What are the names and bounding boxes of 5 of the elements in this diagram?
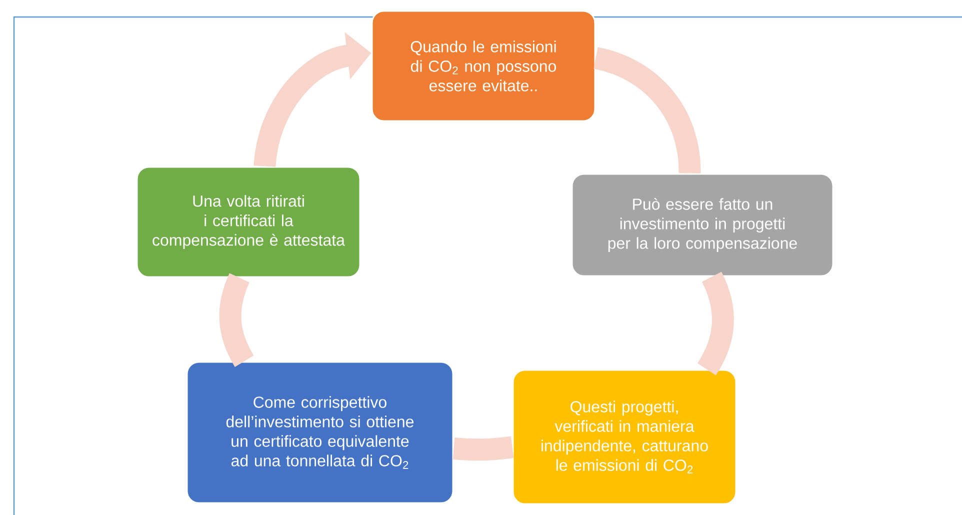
process-box: Una volta ritirati i certificati la compensazione è attestata [136, 166, 361, 278]
process-box: Questi progetti, verificati in maniera indipendente, catturano le emissioni di CO$_{2}$ [512, 369, 737, 505]
process-box: Come corrispettivo dell’investimento si ottiene un certificato equivalente ad una tonnellata di CO$_{2}$ [186, 361, 454, 504]
process-box: Può essere fatto un investimento in progetti per la loro compensazione [571, 173, 834, 277]
process-box: Quando le emissioni di CO$_{2}$ non possono essere evitate.. [371, 10, 596, 122]
